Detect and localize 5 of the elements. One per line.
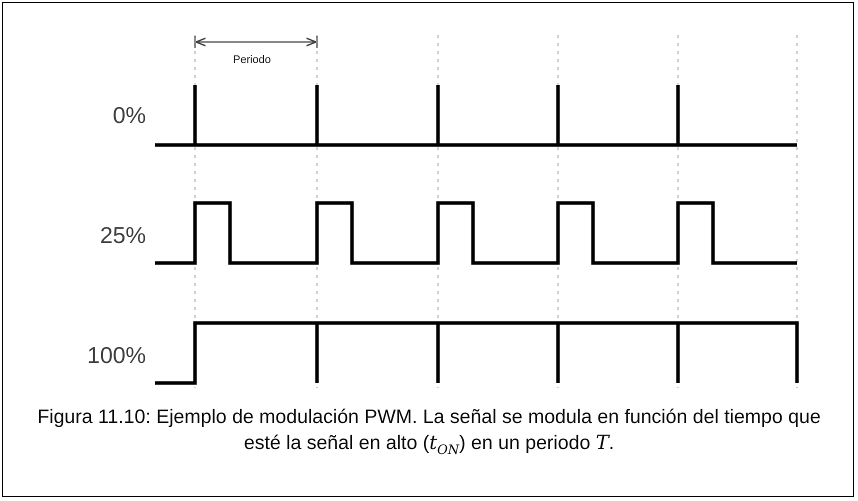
duty-cycle-label: 25% bbox=[98, 222, 146, 248]
duty-cycle-label: 0% bbox=[112, 102, 146, 128]
dimension-label: Periodo bbox=[233, 54, 271, 67]
duty-cycle-label: 100% bbox=[86, 342, 146, 368]
figure-caption: Figura 11.10: Ejemplo de modulación PWM. La señal se modula en función del tiempo que esté la señal en alto (t$_{ON}$) en un periodo T. bbox=[36, 405, 822, 460]
